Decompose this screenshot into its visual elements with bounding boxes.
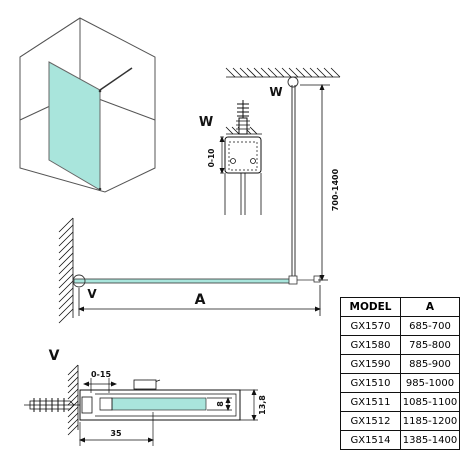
glass-panel-plan	[73, 278, 295, 284]
cell-a: 885-900	[400, 354, 460, 374]
cell-model: GX1570	[340, 316, 401, 336]
dimension-height	[300, 84, 330, 281]
glass-in-profile	[111, 397, 207, 411]
cell-a: 1385-1400	[400, 430, 460, 450]
ceiling-hatch	[225, 67, 341, 78]
label-w-detail: W	[199, 115, 213, 130]
cell-a: 1085-1100	[400, 392, 460, 412]
v-detail	[24, 364, 258, 446]
label-dim-0-10: 0-10	[207, 149, 216, 168]
wall-profile-circle	[72, 274, 86, 288]
cell-model: GX1590	[340, 354, 401, 374]
label-dim-a: A	[195, 292, 206, 308]
cell-model: GX1511	[340, 392, 401, 412]
w-detail	[219, 100, 262, 215]
perspective-view	[19, 17, 156, 193]
label-v-plan: V	[87, 287, 97, 301]
dimension-a	[78, 285, 321, 316]
label-dim-0-15: 0-15	[91, 370, 111, 379]
cell-a: 1185-1200	[400, 411, 460, 431]
cell-model: GX1510	[340, 373, 401, 393]
cell-model: GX1514	[340, 430, 401, 450]
label-dim-height: 700-1400	[331, 168, 340, 211]
header-model: MODEL	[340, 297, 401, 317]
table-header-row: MODEL A	[340, 297, 460, 317]
cell-model: GX1512	[340, 411, 401, 431]
label-dim-35: 35	[110, 429, 122, 438]
label-w-top: W	[269, 85, 282, 99]
cell-a: 985-1000	[400, 373, 460, 393]
ceiling-fixing-circle	[287, 76, 299, 88]
label-v-detail: V	[49, 348, 60, 364]
cell-model: GX1580	[340, 335, 401, 355]
cell-a: 785-800	[400, 335, 460, 355]
plan-view	[72, 76, 321, 288]
wall-hatch	[58, 217, 74, 324]
label-dim-13-8: 13,8	[258, 395, 267, 415]
support-bar-3d	[99, 67, 133, 91]
label-dim-8: 8	[216, 401, 225, 407]
header-a: A	[400, 297, 460, 317]
cell-a: 685-700	[400, 316, 460, 336]
